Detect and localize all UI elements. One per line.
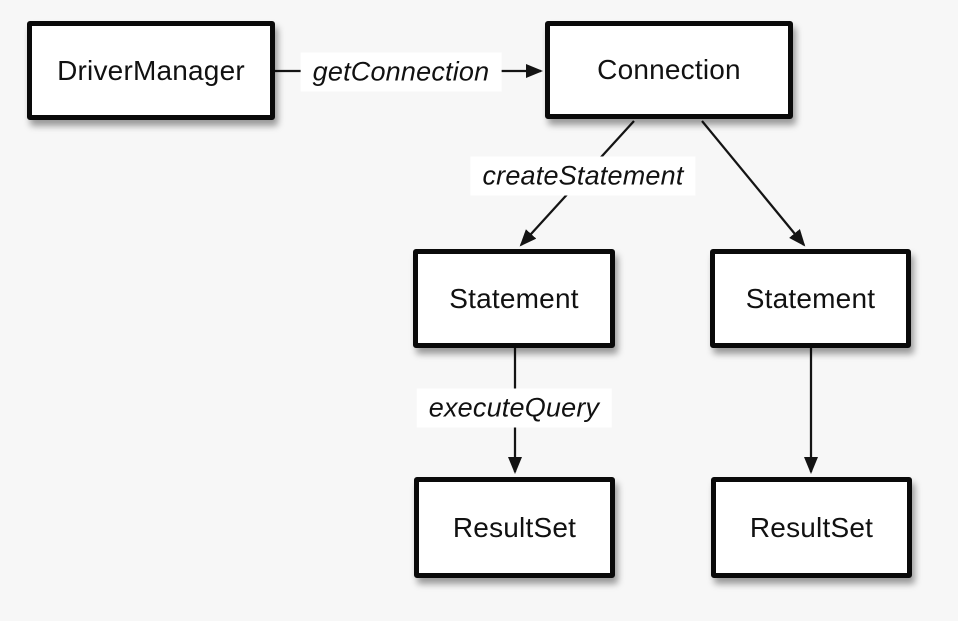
node-statement-right: Statement xyxy=(710,249,911,348)
node-resultset-right-label: ResultSet xyxy=(749,511,874,543)
node-connection-label: Connection xyxy=(597,54,741,85)
node-driver-manager: DriverManager xyxy=(27,21,275,120)
edge-label-get-connection: getConnection xyxy=(300,52,502,92)
node-resultset-right: ResultSet xyxy=(711,477,912,578)
node-resultset-left: ResultSet xyxy=(414,477,615,578)
node-resultset-left-label: ResultSet xyxy=(452,511,577,543)
node-statement-right-label: Statement xyxy=(745,282,876,314)
node-connection: Connection xyxy=(545,21,793,119)
edge-label-execute-query: executeQuery xyxy=(416,388,612,428)
node-statement-left: Statement xyxy=(413,249,615,348)
node-driver-manager-label: DriverManager xyxy=(57,54,245,86)
arrow-connection-to-statement-right xyxy=(701,120,806,247)
edge-label-create-statement: createStatement xyxy=(470,156,696,196)
node-statement-left-label: Statement xyxy=(449,282,579,314)
